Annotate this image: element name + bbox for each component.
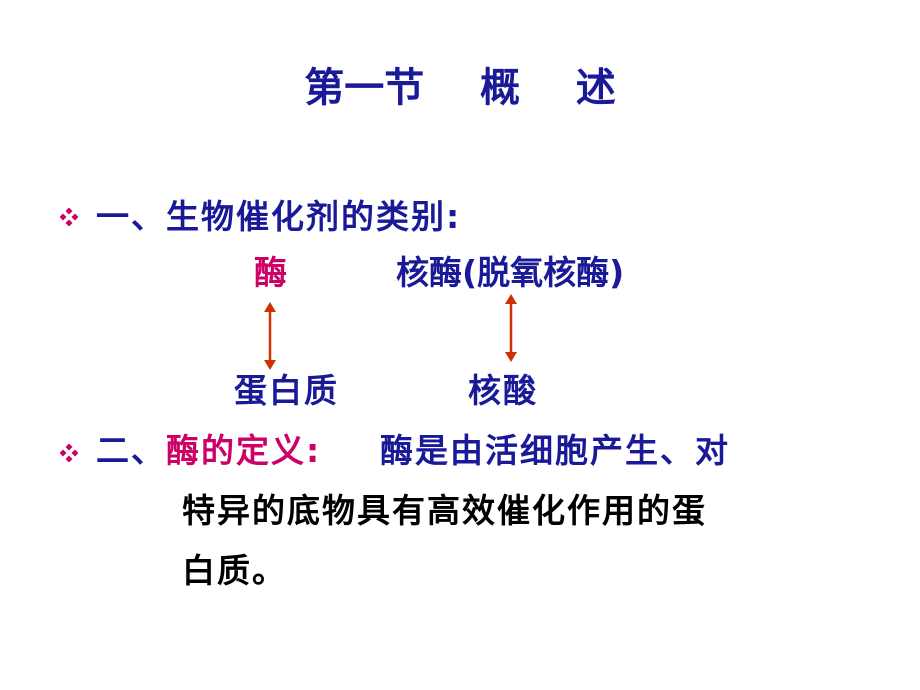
protein-label: 蛋白质: [234, 371, 339, 410]
definition-line2: 特异的底物具有高效催化作用的蛋: [182, 491, 707, 530]
diamond-bullet-icon: [60, 208, 78, 226]
diamond-bullet-icon: [60, 444, 78, 462]
ribozyme-label: 核酶(脱氧核酶): [396, 253, 625, 292]
enzyme-label: 酶: [254, 253, 289, 292]
section2-number: 二、: [96, 431, 166, 470]
definition-line1: 酶是由活细胞产生、对: [380, 431, 730, 470]
section2-line1: 二、酶的定义:: [96, 434, 321, 467]
definition-line3: 白质。: [182, 551, 287, 590]
slide-title: 第一节 概 述: [304, 65, 616, 111]
nucleic-acid-label: 核酸: [468, 371, 538, 410]
section1-heading: 一、生物催化剂的类别:: [96, 197, 462, 236]
section2-term: 酶的定义:: [166, 431, 322, 470]
double-arrow-icon: [505, 294, 517, 362]
double-arrow-icon: [264, 302, 276, 370]
